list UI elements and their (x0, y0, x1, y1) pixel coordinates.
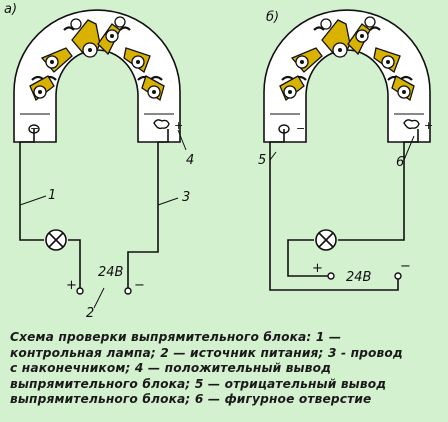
voltage-label-b: 24В (346, 270, 372, 285)
rectifier-test-diagram: а) − + 1 3 4 + 24В − 2 (4, 2, 433, 321)
positive-wire-b (338, 129, 419, 241)
caption-line: выпрямительного блока; 5 — отрицательный… (10, 376, 387, 391)
control-lamp-b (315, 229, 337, 251)
label-1: 1 (48, 188, 56, 203)
caption-line: с наконечником; 4 — положительный вывод (10, 361, 332, 376)
source-minus-terminal-b (394, 272, 402, 280)
caption-line: Схема проверки выпрямительного блока: 1 … (10, 330, 342, 344)
figure-caption: Схема проверки выпрямительного блока: 1 … (10, 330, 442, 408)
source-plus-sign-b: + (312, 261, 323, 276)
source-minus-terminal-a (124, 287, 132, 295)
wire-1-a (19, 129, 44, 241)
lamp-to-source-wire-a (68, 239, 81, 288)
negative-wire-b (269, 129, 399, 291)
lamp-to-source-wire-b (287, 239, 328, 277)
panel-a: а) − + 1 3 4 + 24В − 2 (4, 2, 194, 321)
source-minus-sign-a: − (134, 278, 145, 293)
panel-a-tag: а) (4, 2, 17, 17)
block-b-minus-mark: − (296, 122, 305, 135)
block-b-plus-mark: + (424, 119, 433, 132)
panel-b: б) − + 5 6 + 24В − (258, 8, 433, 291)
caption-line: контрольная лампа; 2 — источник питания;… (10, 345, 403, 360)
panel-b-tag: б) (266, 10, 279, 25)
label-3: 3 (182, 190, 190, 205)
rectifier-block-b (262, 8, 432, 144)
block-a-plus-mark: + (174, 119, 183, 132)
label-2: 2 (86, 306, 94, 321)
label-4: 4 (186, 153, 194, 168)
wire-3-a (127, 129, 169, 288)
caption-line: выпрямительного блока; 6 — фигурное отве… (10, 392, 372, 407)
source-minus-sign-b: − (400, 259, 411, 274)
block-a-minus-mark: − (30, 122, 39, 135)
source-plus-terminal-b (327, 272, 335, 280)
label-6: 6 (396, 155, 404, 170)
source-plus-sign-a: + (66, 278, 77, 293)
control-lamp-a (45, 229, 67, 251)
voltage-label-a: 24В (98, 265, 124, 280)
label-5: 5 (258, 153, 266, 168)
source-plus-terminal-a (76, 287, 84, 295)
